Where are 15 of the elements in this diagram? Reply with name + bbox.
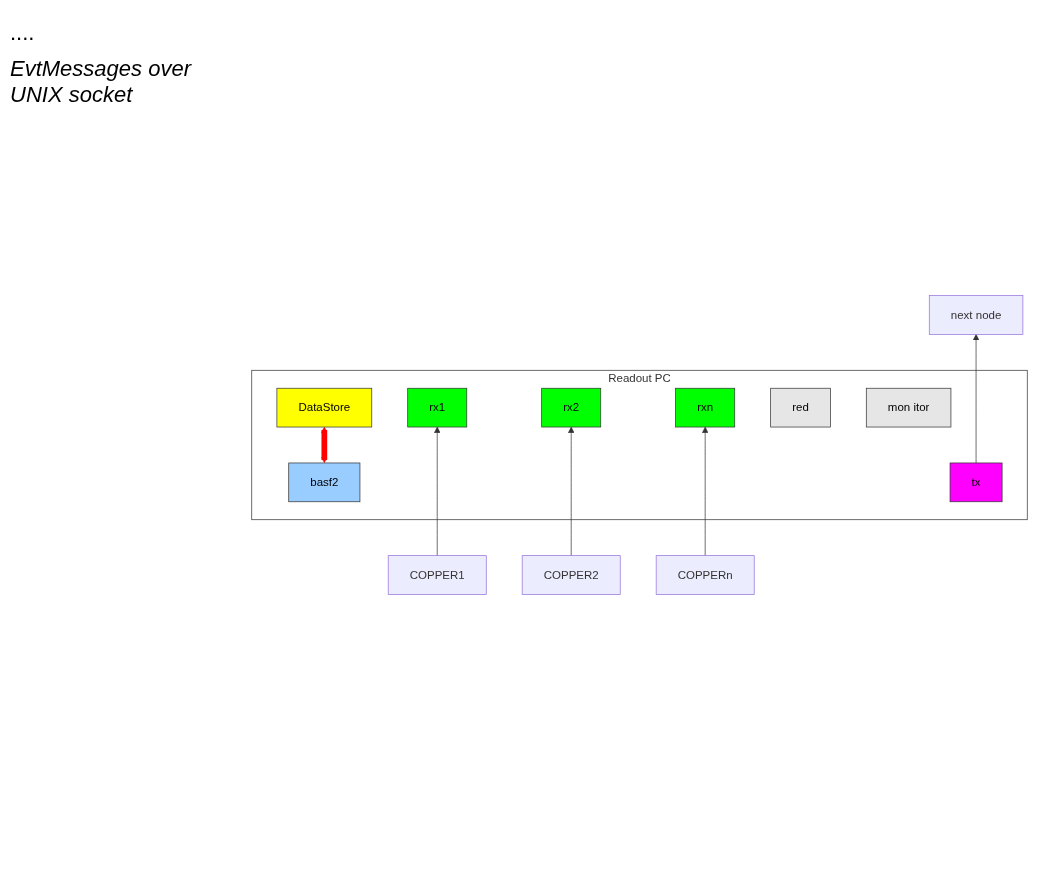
node-box: COPPER2: [521, 555, 621, 595]
node-box: COPPER1: [387, 555, 487, 595]
node-box: rx2: [541, 387, 602, 428]
node-box: DataStore: [276, 387, 373, 428]
arrow: [321, 426, 328, 463]
node-box: mon itor: [865, 387, 952, 428]
node-box: next node: [928, 295, 1024, 335]
node-box: basf2: [288, 462, 361, 503]
ellipsis-text: ....: [10, 20, 36, 46]
node-box: rx1: [407, 387, 468, 428]
node-box: rxn: [675, 387, 736, 428]
node-box: red: [770, 387, 831, 428]
node-box: tx: [949, 462, 1003, 503]
node-box: COPPERn: [655, 555, 755, 595]
note-text: EvtMessages over UNIX socket: [10, 56, 193, 108]
